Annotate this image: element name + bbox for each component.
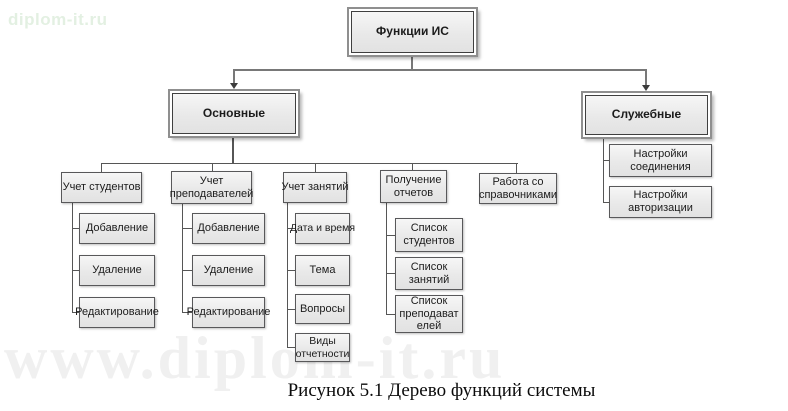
connector-elbow <box>72 270 79 271</box>
node-students-accounting: Учет студентов <box>61 172 142 203</box>
node-teachers-accounting: Учет преподавателей <box>169 171 254 204</box>
connector-trunk-reports <box>386 202 387 314</box>
connector-elbow <box>182 270 192 271</box>
node-label: Настройки авторизации <box>628 189 693 214</box>
node-teachers-add: Добавление <box>192 213 265 244</box>
node-label: Список студентов <box>403 222 455 247</box>
node-label: Удаление <box>203 264 254 277</box>
connector-elbow <box>182 312 192 313</box>
connector-elbow <box>603 160 609 161</box>
connector-stub <box>315 163 316 172</box>
node-label: Редактирование <box>75 306 159 319</box>
connector-root-drop <box>411 57 413 70</box>
node-students-list: Список студентов <box>395 218 463 252</box>
connector-trunk-service <box>603 139 604 202</box>
node-label: Тема <box>309 264 336 277</box>
connector-elbow <box>72 228 79 229</box>
node-report-types: Виды отчетности <box>295 333 350 362</box>
node-label: Функции ИС <box>376 24 449 39</box>
node-label: Учет занятий <box>281 181 349 194</box>
node-label: Получение отчетов <box>385 173 442 199</box>
connector-elbow <box>287 228 295 229</box>
node-students-add: Добавление <box>79 213 155 244</box>
node-questions: Вопросы <box>295 294 350 324</box>
node-label: Список занятий <box>408 260 450 286</box>
node-label: Основные <box>202 105 266 120</box>
arrowhead-down-service <box>642 85 650 91</box>
connector-elbow <box>386 273 395 274</box>
figure-caption: Рисунок 5.1 Дерево функций системы <box>287 380 596 401</box>
node-label: Удаление <box>92 264 142 277</box>
connector-level2-horizontal <box>101 163 518 164</box>
node-topic: Тема <box>295 255 350 286</box>
node-teachers-list: Список преподавателей <box>395 295 463 333</box>
node-students-delete: Удаление <box>79 255 155 286</box>
node-reports: Получение отчетов <box>380 170 447 203</box>
connector-stub <box>412 163 413 170</box>
node-label: Учет преподавателей <box>169 174 254 200</box>
connector-top-horizontal <box>233 69 647 71</box>
node-label: Работа со справочниками <box>478 175 558 201</box>
node-label: Добавление <box>197 222 260 235</box>
node-teachers-delete: Удаление <box>192 255 265 286</box>
connector-to-main <box>233 69 235 83</box>
node-label: Виды отчетности <box>295 335 350 360</box>
node-service: Служебные <box>585 95 708 135</box>
node-date-time: Дата и время <box>290 213 355 244</box>
connector-elbow <box>386 314 395 315</box>
connector-stub <box>101 163 102 172</box>
node-label: Список преподавателей <box>399 295 459 333</box>
node-label: Редактирование <box>186 306 271 319</box>
connector-stub <box>212 163 213 171</box>
connector-main-drop <box>232 138 234 163</box>
connector-stub <box>516 163 517 173</box>
connector-trunk-lessons <box>287 203 288 347</box>
watermark-bottom: www.diplom-it.ru <box>4 325 506 391</box>
node-label: Служебные <box>611 107 682 122</box>
node-connection-settings: Настройки соединения <box>609 144 712 177</box>
node-label: Дата и время <box>289 222 356 235</box>
watermark-top-left: diplom-it.ru <box>8 10 108 29</box>
node-main: Основные <box>172 93 296 134</box>
node-teachers-edit: Редактирование <box>187 297 270 328</box>
connector-elbow <box>386 235 395 236</box>
node-reference-books: Работа со справочниками <box>479 173 557 204</box>
node-label: Добавление <box>85 222 149 235</box>
node-label: Учет студентов <box>62 181 141 194</box>
node-students-edit: Редактирование <box>75 297 159 328</box>
node-lessons-accounting: Учет занятий <box>281 172 349 203</box>
node-label: Настройки соединения <box>630 147 691 173</box>
connector-elbow <box>287 270 295 271</box>
node-label: Вопросы <box>299 302 346 315</box>
connector-elbow <box>287 309 295 310</box>
connector-elbow <box>603 202 609 203</box>
connector-elbow <box>182 228 192 229</box>
connector-elbow <box>287 347 295 348</box>
node-authorization-settings: Настройки авторизации <box>609 186 712 218</box>
connector-to-service <box>645 69 647 85</box>
arrowhead-down-main <box>230 83 238 89</box>
connector-elbow <box>72 312 79 313</box>
node-lessons-list: Список занятий <box>395 257 463 290</box>
connector-trunk-students <box>72 203 73 312</box>
connector-trunk-teachers <box>182 204 183 312</box>
node-root-functions: Функции ИС <box>351 11 474 53</box>
